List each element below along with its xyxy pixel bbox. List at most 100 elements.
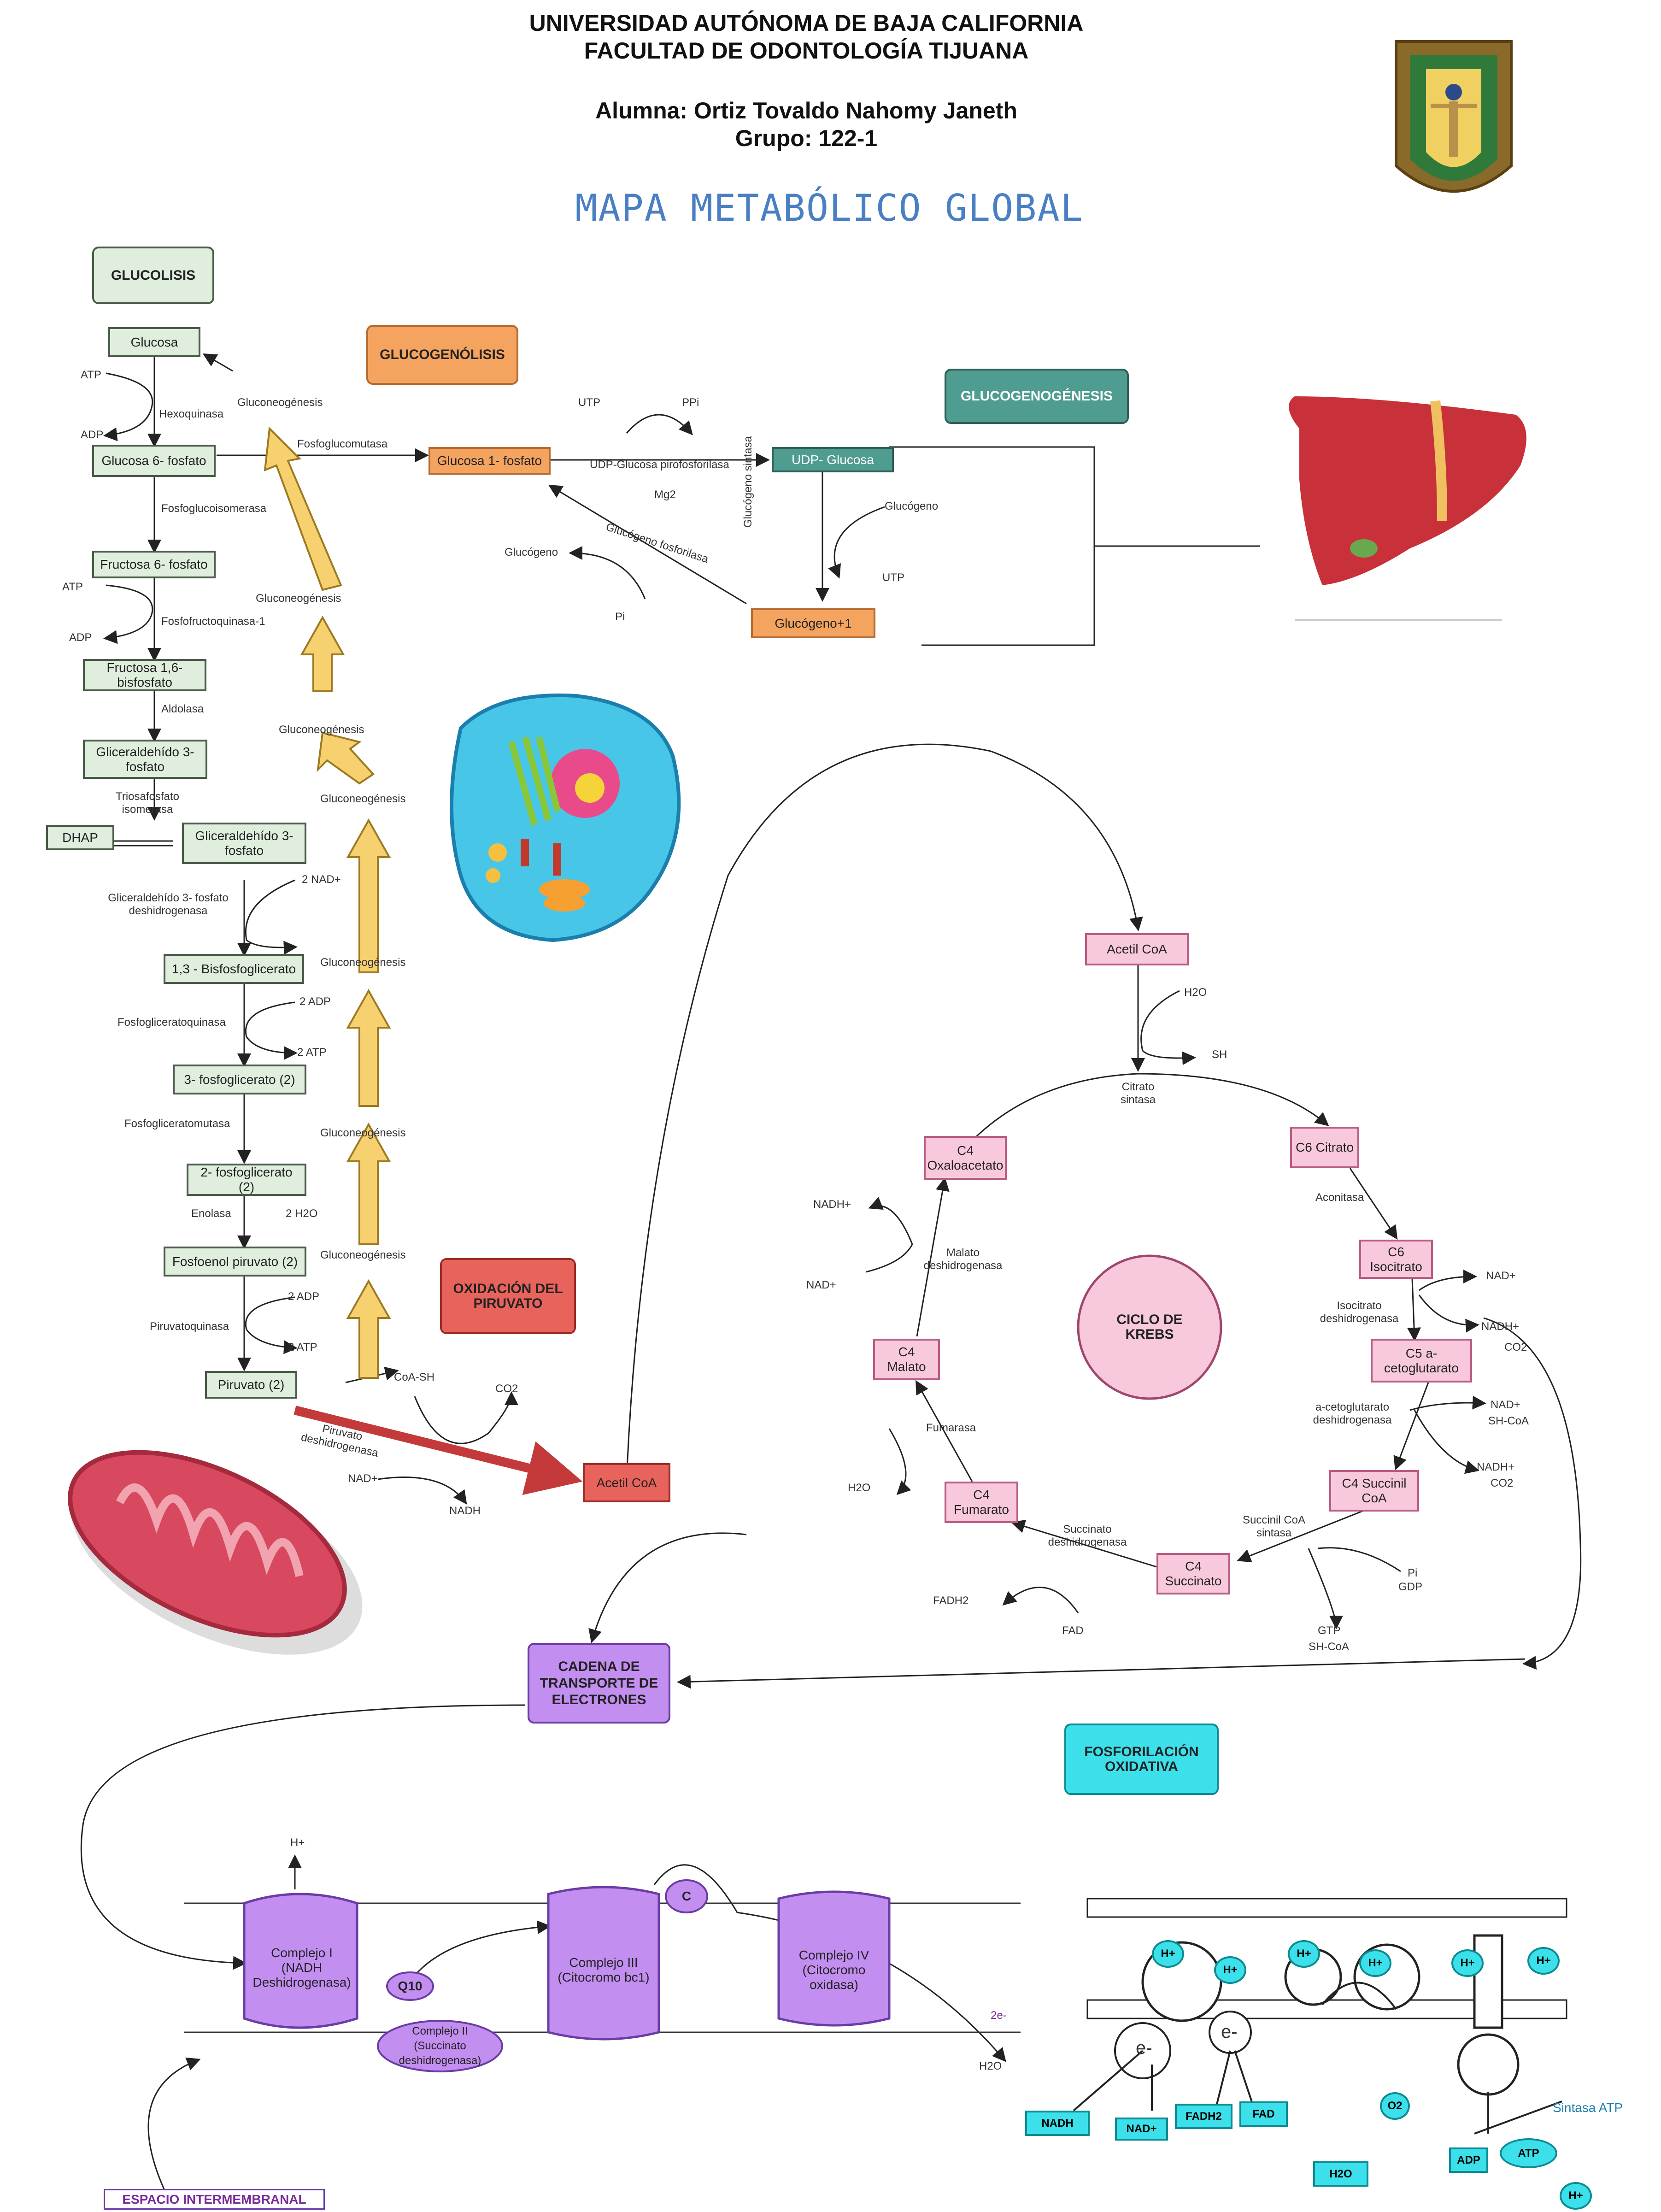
label-enolasa: Enolasa <box>191 1207 231 1220</box>
label-nadh-3: NADH+ <box>813 1198 851 1211</box>
label-adp-2: ADP <box>69 631 92 644</box>
label-adp-1: ADP <box>81 429 104 441</box>
h-ion-1: H+ <box>1152 1940 1184 1968</box>
node-udp-glucosa: UDP- Glucosa <box>772 447 894 472</box>
cell-illustration <box>450 693 681 942</box>
node-c4-malato: C4 Malato <box>873 1339 940 1380</box>
label-nad-1: NAD+ <box>1486 1270 1516 1282</box>
label-succinato-deshidrogenasa: Succinato deshidrogenasa <box>1048 1523 1127 1548</box>
node-fructosa-16-bisfosfato: Fructosa 1,6-bisfosfato <box>83 659 206 691</box>
nadh-box: NADH <box>1025 2111 1090 2136</box>
node-glucosa-1-fosfato: Glucosa 1- fosfato <box>428 447 551 475</box>
atp-circle: ATP <box>1500 2138 1557 2168</box>
label-coa-sh: CoA-SH <box>394 1371 435 1383</box>
pyruvate-oxidation-heading: OXIDACIÓN DEL PIRUVATO <box>440 1258 576 1334</box>
h-ion-5: H+ <box>1451 1949 1484 1977</box>
node-gliceraldehido-3-fosfato-2: Gliceraldehído 3-fosfato <box>182 823 306 864</box>
label-glucogeno-2: Glucógeno <box>505 546 558 559</box>
label-atp-1: ATP <box>81 369 101 381</box>
node-fosfoenol-piruvato: Fosfoenol piruvato (2) <box>164 1247 306 1277</box>
label-nad-3: NAD+ <box>806 1279 836 1291</box>
university-name: UNIVERSIDAD AUTÓNOMA DE BAJA CALIFORNIA <box>529 10 1084 36</box>
intermembrane-space-label: ESPACIO INTERMEMBRANAL <box>104 2189 325 2210</box>
label-2-nad: 2 NAD+ <box>302 873 341 886</box>
label-sintasa-atp: Sintasa ATP <box>1553 2100 1623 2115</box>
oxidative-phosphorylation-heading: FOSFORILACIÓN OXIDATIVA <box>1064 1724 1219 1795</box>
label-fosfogliceratomutasa: Fosfogliceratomutasa <box>124 1118 230 1130</box>
label-nad-2: NAD+ <box>1491 1399 1520 1411</box>
faculty-name: FACULTAD DE ODONTOLOGÍA TIJUANA <box>584 38 1029 64</box>
page-title: MAPA METABÓLICO GLOBAL <box>575 187 1084 229</box>
node-c4-fumarato: C4 Fumarato <box>945 1482 1018 1523</box>
node-13-bisfosfoglicerato: 1,3 - Bisfosfoglicerato <box>164 954 304 984</box>
label-gtp: GTP <box>1318 1624 1341 1637</box>
etc-heading: CADENA DE TRANSPORTE DE ELECTRONES <box>528 1643 670 1724</box>
krebs-cycle-label: CICLO DE KREBS <box>1116 1312 1183 1342</box>
label-h2o-in: H2O <box>1184 986 1207 999</box>
complex-2-label: Complejo II (Succinato deshidrogenasa) <box>399 2025 481 2067</box>
node-dhap: DHAP <box>46 825 114 850</box>
label-gluconeogenesis-6: Gluconeogénesis <box>320 1127 406 1139</box>
krebs-center-circle <box>1077 1254 1222 1400</box>
label-sh-coa-2: SH-CoA <box>1488 1415 1529 1427</box>
label-citrato-sintasa: Citrato sintasa <box>1120 1081 1156 1106</box>
node-fructosa-6-fosfato: Fructosa 6- fosfato <box>92 551 216 578</box>
label-h2o-etc: H2O <box>979 2060 1002 2072</box>
label-udp-glucosa-pirofosforilasa: UDP-Glucosa pirofosforilasa <box>590 459 729 471</box>
h-ion-bottom: H+ <box>1560 2182 1592 2210</box>
label-gluconeogenesis-2: Gluconeogénesis <box>256 592 341 605</box>
adp-box: ADP <box>1449 2147 1488 2173</box>
label-co2-1: CO2 <box>1504 1341 1527 1353</box>
fad-box: FAD <box>1239 2101 1288 2127</box>
label-pi-krebs: Pi <box>1408 1567 1418 1579</box>
group-label: Grupo: 122-1 <box>735 125 878 151</box>
label-ppi: PPi <box>682 396 699 409</box>
gluconeogenesis-arrows <box>264 426 391 1379</box>
mitochondrion-illustration <box>68 1450 363 1655</box>
label-2e: 2e- <box>991 2009 1007 2022</box>
label-fadh2: FADH2 <box>933 1594 969 1607</box>
label-h2o-2: H2O <box>848 1482 871 1494</box>
label-gluconeogenesis-5: Gluconeogénesis <box>320 956 406 969</box>
label-2-h2o: 2 H2O <box>286 1207 318 1220</box>
node-c5-cetoglutarato: C5 a-cetoglutarato <box>1371 1339 1472 1382</box>
complex-3-label: Complejo III (Citocromo bc1) <box>558 1955 650 1984</box>
label-utp: UTP <box>578 396 600 409</box>
cytochrome-c-label: C <box>681 1889 692 1903</box>
label-gluconeogenesis-7: Gluconeogénesis <box>320 1249 406 1261</box>
node-glucosa: Glucosa <box>108 327 200 357</box>
node-gliceraldehido-3-fosfato: Gliceraldehído 3-fosfato <box>83 740 207 779</box>
label-cetoglutarato-deshidrogenasa: a-cetoglutarato deshidrogenasa <box>1313 1401 1392 1426</box>
complex-4-label: Complejo IV (Citocromo oxidasa) <box>798 1948 869 1992</box>
label-aldolasa: Aldolasa <box>161 703 204 715</box>
label-atp-2: ATP <box>62 581 83 593</box>
label-fosfofructoquinasa: Fosfofructoquinasa-1 <box>161 615 265 628</box>
label-gluconeogenesis-4: Gluconeogénesis <box>320 793 406 805</box>
h2o-box: H2O <box>1313 2161 1368 2187</box>
complex-1-label: Complejo I (NADH Deshidrogenasa) <box>252 1946 351 1989</box>
label-co2-2: CO2 <box>1491 1477 1514 1489</box>
label-fosfoglucoisomerasa: Fosfoglucoisomerasa <box>161 502 267 515</box>
h-ion-3: H+ <box>1288 1940 1320 1968</box>
label-h-plus-etc: H+ <box>290 1836 305 1849</box>
label-glucogeno-sintasa: Glucógeno sintasa <box>742 436 754 528</box>
fadh2-box: FADH2 <box>1175 2104 1233 2129</box>
label-piruvatoquinasa: Piruvatoquinasa <box>150 1320 229 1333</box>
label-nadh: NADH <box>449 1505 481 1517</box>
node-glucosa-6-fosfato: Glucosa 6- fosfato <box>92 445 216 477</box>
h-ion-4: H+ <box>1359 1949 1391 1977</box>
node-c6-isocitrato: C6 Isocitrato <box>1359 1240 1433 1279</box>
electron-1: e- <box>1136 2038 1152 2058</box>
student-name: Alumna: Ortiz Tovaldo Nahomy Janeth <box>595 98 1017 124</box>
node-c6-citrato: C6 Citrato <box>1290 1127 1359 1168</box>
label-2-atp-1: 2 ATP <box>297 1046 327 1059</box>
label-aconitasa: Aconitasa <box>1315 1191 1364 1204</box>
ubc-logo <box>1395 40 1513 193</box>
label-2-adp-1: 2 ADP <box>299 995 331 1008</box>
label-pi: Pi <box>615 611 625 623</box>
glycolysis-heading: GLUCOLISIS <box>92 247 214 304</box>
label-mg2: Mg2 <box>654 488 676 501</box>
glycogenesis-heading: GLUCOGENOGÉNESIS <box>945 369 1129 424</box>
